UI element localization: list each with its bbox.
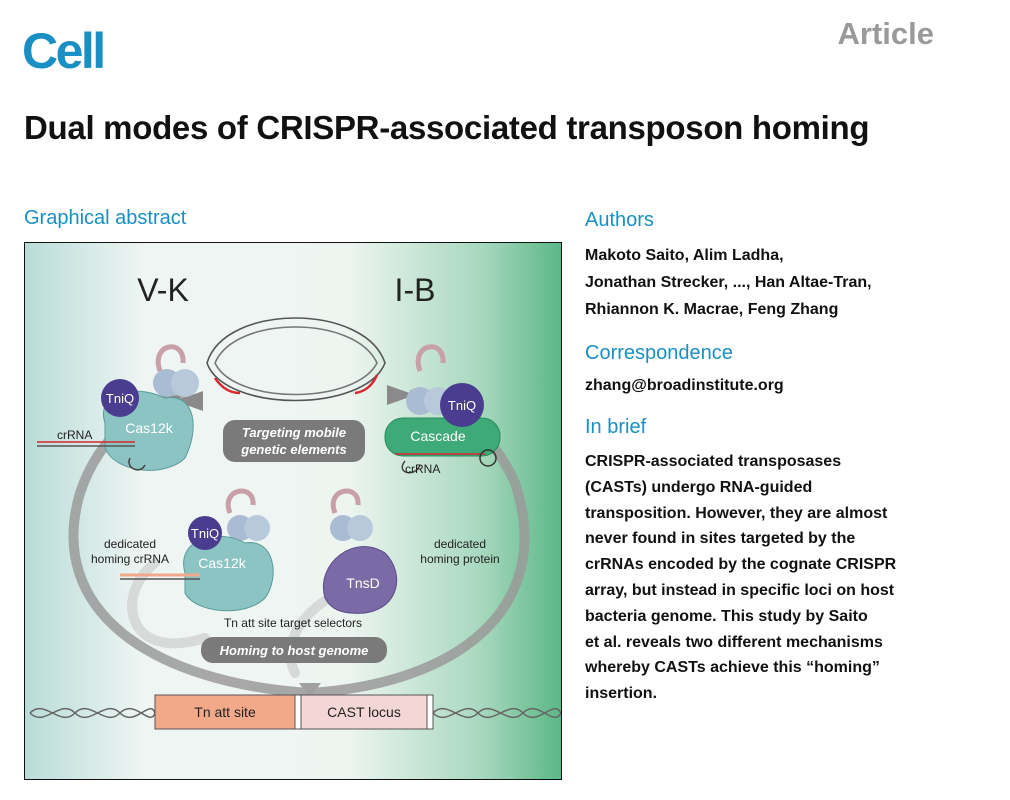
in-brief-line: (CASTs) undergo RNA-guided — [585, 478, 813, 496]
authors-list: Makoto Saito, Alim Ladha, Jonathan Strec… — [585, 242, 985, 323]
i-b-complex: TniQ Cascade crRNA — [384, 344, 501, 476]
tniq-label: TniQ — [106, 391, 134, 406]
authors-line: Rhiannon K. Macrae, Feng Zhang — [585, 301, 839, 318]
in-brief-line: whereby CASTs achieve this “homing” — [585, 659, 880, 677]
v-k-complex: TniQ Cas12k crRNA — [37, 344, 199, 471]
targeting-pill — [223, 420, 365, 462]
authors-section: Authors Makoto Saito, Alim Ladha, Jonath… — [585, 208, 985, 323]
correspondence-heading: Correspondence — [585, 342, 733, 364]
targeting-label-line1: Targeting mobile — [242, 425, 346, 440]
cas12k-label: Cas12k — [198, 555, 246, 571]
tniq-label: TniQ — [448, 398, 476, 413]
homing-label: Homing to host genome — [220, 643, 369, 658]
authors-heading: Authors — [585, 209, 654, 231]
journal-logo: Cell — [22, 23, 106, 79]
graphical-abstract-figure: V-K I-B TniQ Cas12k crRNA TniQ Cascade — [25, 243, 561, 779]
cast-locus-label: CAST locus — [327, 704, 401, 720]
tniq-label: TniQ — [191, 526, 219, 541]
graphical-abstract: V-K I-B TniQ Cas12k crRNA TniQ Cascade — [24, 242, 562, 780]
dedicated-crrna-line1: dedicated — [104, 537, 156, 551]
correspondence-email[interactable]: zhang@broadinstitute.org — [585, 377, 784, 394]
in-brief-line: array, but instead in specific loci on h… — [585, 581, 895, 599]
dedicated-protein-line1: dedicated — [434, 537, 486, 551]
in-brief-section: In brief CRISPR-associated transposases … — [585, 415, 985, 707]
sidebar: Authors Makoto Saito, Alim Ladha, Jonath… — [585, 208, 985, 725]
authors-line: Jonathan Strecker, ..., Han Altae-Tran, — [585, 274, 872, 291]
i-b-label: I-B — [395, 272, 436, 308]
in-brief-line: bacteria genome. This study by Saito — [585, 607, 868, 625]
homing-pill — [201, 637, 387, 663]
in-brief-line: insertion. — [585, 685, 658, 703]
authors-line: Makoto Saito, Alim Ladha, — [585, 247, 784, 264]
host-genome-dna — [29, 707, 561, 719]
targeting-label-line2: genetic elements — [240, 442, 347, 457]
tn-att-site-box — [154, 694, 296, 730]
correspondence-section: Correspondence zhang@broadinstitute.org — [585, 341, 985, 397]
tnsd-complex: TnsD dedicated homing protein — [323, 488, 500, 614]
in-brief-line: CRISPR-associated transposases — [585, 453, 842, 470]
dedicated-protein-line2: homing protein — [420, 552, 499, 566]
in-brief-line: never found in sites targeted by the — [585, 530, 856, 548]
in-brief-line: et al. reveals two different mechanisms — [585, 633, 883, 651]
article-title: Dual modes of CRISPR-associated transpos… — [24, 109, 870, 146]
in-brief-line: crRNAs encoded by the cognate CRISPR — [585, 556, 897, 574]
v-k-label: V-K — [137, 272, 189, 308]
cas12k-label: Cas12k — [125, 420, 173, 436]
tn-att-site-label: Tn att site — [194, 704, 256, 720]
in-brief-text: CRISPR-associated transposases (CASTs) u… — [585, 449, 985, 707]
cascade-label: Cascade — [410, 428, 465, 444]
crrna-label: crRNA — [405, 462, 440, 476]
graphical-abstract-heading: Graphical abstract — [24, 207, 187, 229]
target-selectors-label: Tn att site target selectors — [224, 616, 362, 630]
cast-locus-box — [300, 694, 428, 730]
crrna-label: crRNA — [57, 428, 92, 442]
v-k-homing-complex: TniQ Cas12k dedicated homing crRNA — [91, 488, 274, 612]
tnsd-label: TnsD — [346, 575, 379, 591]
in-brief-heading: In brief — [585, 416, 647, 438]
in-brief-line: transposition. However, they are almost — [585, 504, 888, 522]
article-type-label: Article — [837, 16, 934, 51]
dedicated-crrna-line2: homing crRNA — [91, 552, 169, 566]
